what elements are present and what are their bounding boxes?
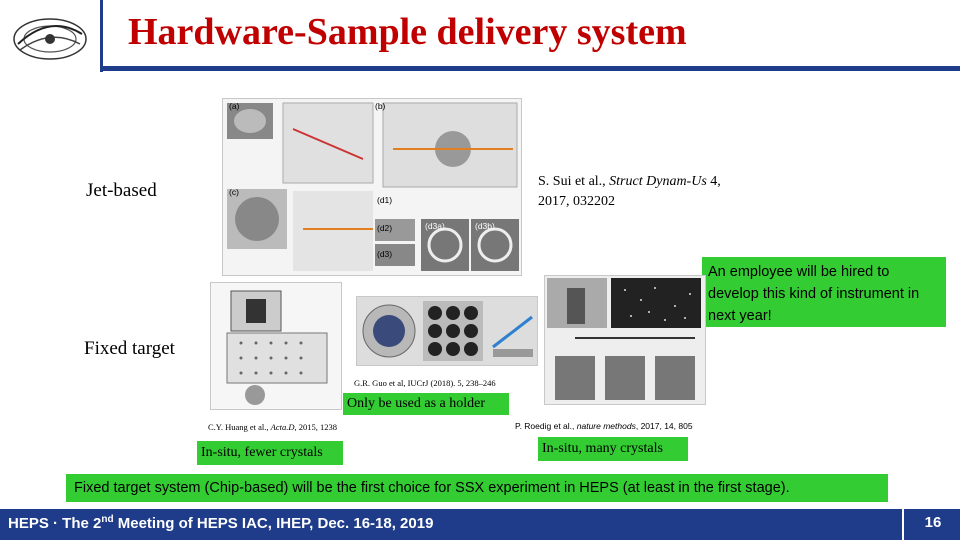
fig-label-d3a: (d3a)	[425, 221, 445, 231]
page-number: 16	[924, 514, 942, 531]
footer-text-sup: nd	[101, 514, 114, 525]
fig-label-b: (b)	[375, 101, 386, 111]
fig-label-c: (c)	[229, 187, 239, 197]
title-divider-vertical	[100, 0, 103, 72]
guo-citation: G.R. Guo et al, IUCrJ (2018). 5, 238–246	[354, 378, 496, 388]
employee-note: An employee will be hired to develop thi…	[702, 257, 946, 327]
fig-label-d3b: (d3b)	[475, 221, 495, 231]
footer-divider	[902, 509, 904, 540]
huang-authors: C.Y. Huang et al.,	[208, 422, 269, 432]
roedig-citation: P. Roedig et al., nature methods, 2017, …	[515, 421, 693, 431]
many-crystals-note: In-situ, many crystals	[538, 437, 688, 461]
fig-label-d3: (d3)	[377, 249, 393, 259]
sui-details: 4, 2017, 032202	[538, 174, 721, 209]
sui-citation: S. Sui et al., Struct Dynam-Us 4, 2017, …	[538, 172, 728, 212]
page-title: Hardware-Sample delivery system	[128, 11, 687, 53]
fig-label-d2: (d2)	[377, 223, 393, 233]
jet-figure: (a) (b) (c) (d1) (d2) (d3) (d3a) (d3b)	[222, 98, 522, 276]
sui-authors: S. Sui et al.,	[538, 174, 606, 189]
conclusion-note: Fixed target system (Chip-based) will be…	[66, 474, 888, 502]
huang-citation: C.Y. Huang et al., Acta.D, 2015, 1238	[208, 422, 337, 432]
huang-journal: Acta.D	[270, 422, 295, 432]
huang-details: , 2015, 1238	[294, 422, 338, 432]
ihep-logo	[10, 14, 90, 64]
footer-text-pre: HEPS · The 2	[8, 515, 102, 532]
fig-label-a: (a)	[229, 101, 240, 111]
sui-journal: Struct Dynam-Us	[609, 174, 707, 189]
roedig-authors: P. Roedig et al.,	[515, 421, 575, 431]
fewer-crystals-note: In-situ, fewer crystals	[197, 441, 343, 465]
chip-figure-right	[544, 275, 706, 405]
footer-meeting-text: HEPS · The 2nd Meeting of HEPS IAC, IHEP…	[8, 514, 433, 532]
holder-note: Only be used as a holder	[343, 393, 509, 415]
fixed-target-label: Fixed target	[84, 338, 175, 359]
fig-label-d1: (d1)	[377, 195, 393, 205]
footer-bar	[0, 509, 960, 540]
roedig-journal: nature methods	[576, 421, 636, 431]
title-underline	[100, 66, 960, 71]
jet-based-label: Jet-based	[86, 180, 157, 201]
roedig-details: , 2017, 14, 805	[635, 421, 693, 431]
footer-text-post: Meeting of HEPS IAC, IHEP, Dec. 16-18, 2…	[113, 515, 434, 532]
chip-figure-left	[210, 282, 342, 410]
chip-figure-middle	[356, 296, 538, 366]
